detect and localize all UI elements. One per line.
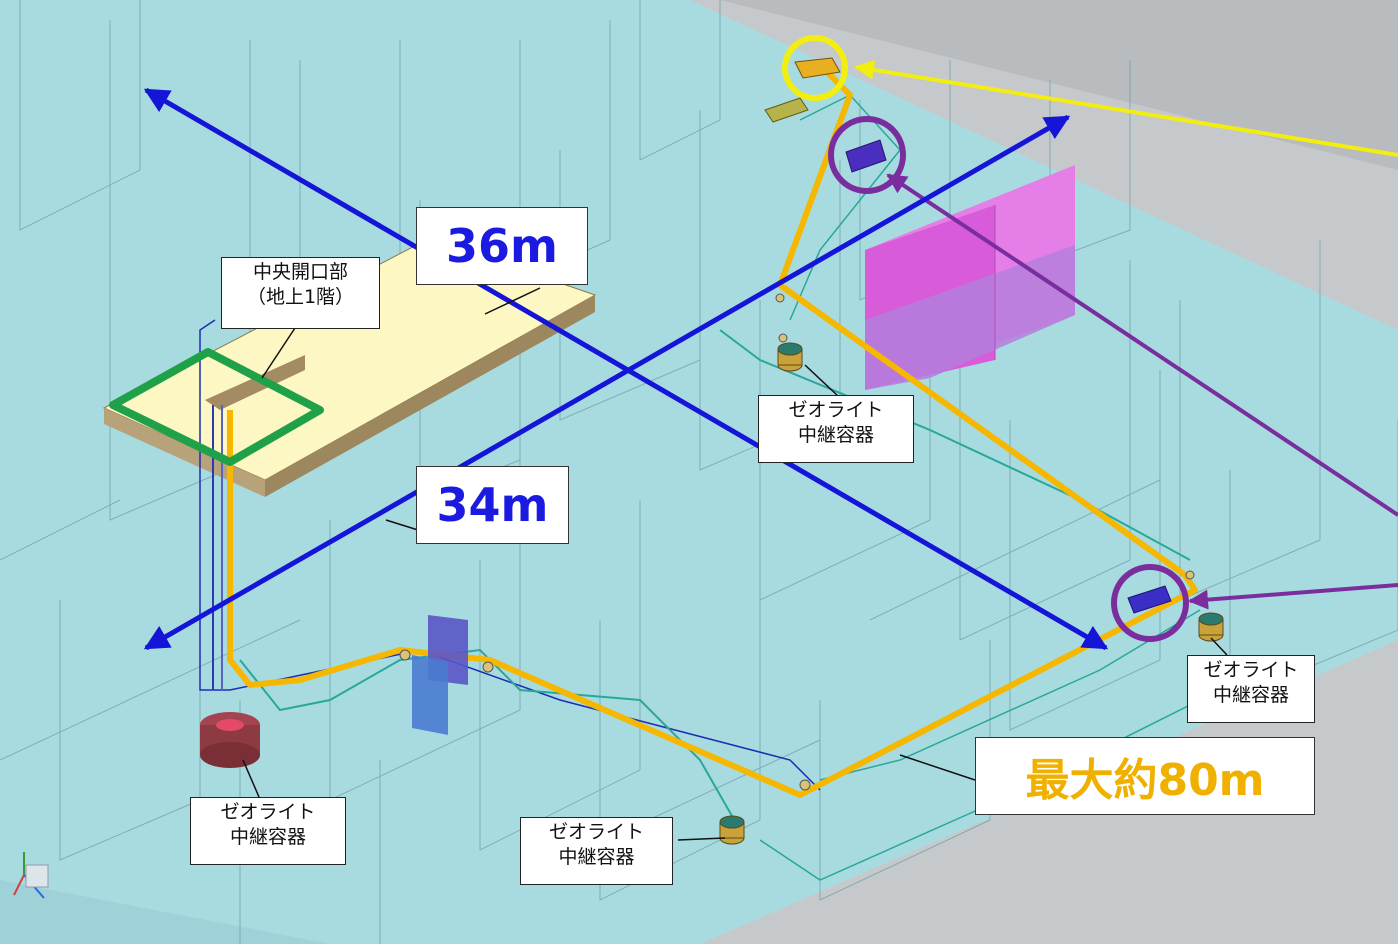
dimension-label-36m: 36m <box>416 207 588 285</box>
yellow-pointer-line <box>854 60 1398 157</box>
zeolite-callout-left-line1: ゼオライト <box>220 801 316 823</box>
zeolite-callout-right-line2: 中継容器 <box>1212 684 1289 706</box>
zeolite-callout-bottom: ゼオライト 中継容器 <box>520 817 673 885</box>
callout-leaders <box>242 287 1228 841</box>
zeolite-callout-left-line2: 中継容器 <box>229 826 306 848</box>
zeolite-callout-bottom-line2: 中継容器 <box>558 846 635 868</box>
zeolite-container-large <box>200 712 260 768</box>
purple-circle-marker-2 <box>1111 564 1189 642</box>
dimension-label-34m: 34m <box>416 466 569 544</box>
zeolite-callout-upper-line1: ゼオライト <box>788 399 884 421</box>
blue-panel-2 <box>412 655 448 735</box>
zeolite-callout-upper-line2: 中継容器 <box>797 424 874 446</box>
zeolite-callout-right: ゼオライト 中継容器 <box>1187 655 1315 723</box>
central-opening-callout: 中央開口部 （地上1階） <box>221 257 380 329</box>
zeolite-callout-upper: ゼオライト 中継容器 <box>758 395 914 463</box>
zeolite-callout-bottom-line1: ゼオライト <box>548 821 644 843</box>
central-opening-subtitle: （地上1階） <box>246 286 355 308</box>
dimension-arrow-34m <box>143 114 1071 651</box>
max-length-label: 最大約80m <box>975 737 1315 815</box>
central-opening-title: 中央開口部 <box>252 261 348 283</box>
purple-pointer-line-2 <box>1188 583 1398 610</box>
zeolite-callout-right-line1: ゼオライト <box>1203 659 1299 681</box>
zeolite-callout-left: ゼオライト 中継容器 <box>190 797 346 865</box>
axis-triad-icon <box>13 852 49 899</box>
